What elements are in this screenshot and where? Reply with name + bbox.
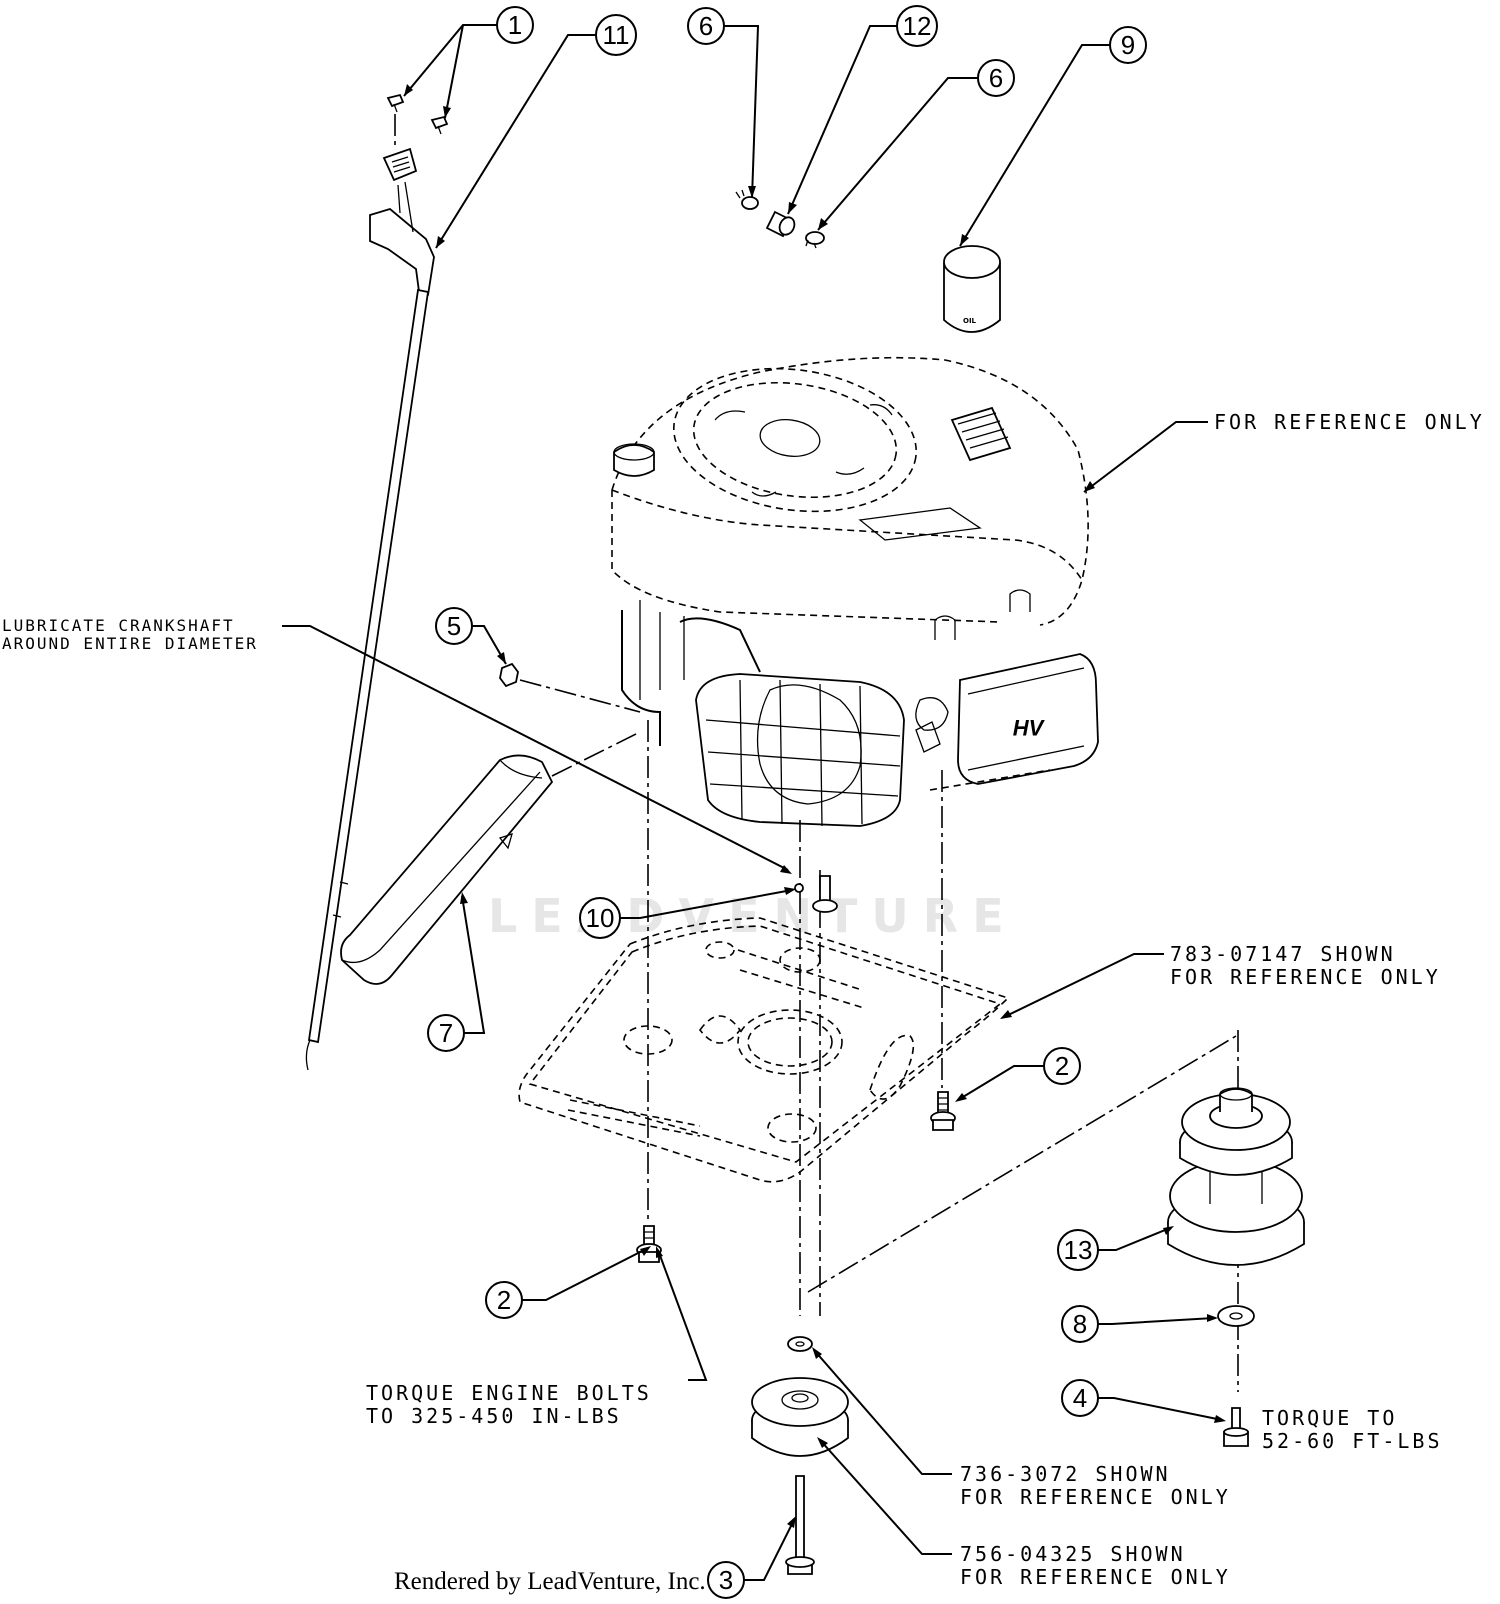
callout-5: 5	[435, 607, 473, 645]
note-lubricate-line1: LUBRICATE CRANKSHAFT	[2, 616, 235, 635]
pulley-bolt	[785, 1475, 815, 1575]
note-torque-bolts-line2: TO 325-450 IN-LBS	[366, 1404, 622, 1428]
note-washer-line1: 736-3072 SHOWN	[960, 1462, 1171, 1486]
oil-bottle: OIL	[943, 245, 1001, 333]
dipstick-bracket	[369, 207, 435, 301]
dipstick-screw-right	[430, 115, 449, 135]
callout-2-right: 2	[1043, 1047, 1081, 1085]
svg-text:12: 12	[903, 11, 932, 41]
note-engine-reference: FOR REFERENCE ONLY	[1214, 410, 1485, 434]
fuel-line-assembly	[735, 189, 825, 249]
pulley-retaining-bolt	[1223, 1407, 1249, 1447]
note-lubricate-line2: AROUND ENTIRE DIAMETER	[2, 634, 258, 653]
callout-6-left: 6	[687, 7, 725, 45]
crankshaft-key	[794, 883, 804, 893]
note-washer-line2: FOR REFERENCE ONLY	[960, 1485, 1231, 1509]
note-plate-line1: 783-07147 SHOWN	[1170, 942, 1396, 966]
callout-6-right: 6	[977, 59, 1015, 97]
callout-13: 13	[1057, 1229, 1099, 1271]
callout-4: 4	[1061, 1379, 1099, 1417]
washer-736-3072	[787, 1336, 813, 1352]
svg-text:13: 13	[1064, 1235, 1093, 1265]
engine-badge: HV	[1013, 716, 1046, 741]
note-torque-to-line2: 52-60 FT-LBS	[1262, 1429, 1443, 1453]
engine-bolt-right	[930, 1091, 956, 1131]
note-pulley-line2: FOR REFERENCE ONLY	[960, 1565, 1231, 1589]
callout-12: 12	[896, 5, 938, 47]
callout-9: 9	[1109, 26, 1147, 64]
svg-text:10: 10	[586, 903, 615, 933]
dipstick-screw-left	[386, 93, 405, 113]
svg-text:4: 4	[1073, 1383, 1087, 1413]
callout-7: 7	[427, 1014, 465, 1052]
svg-text:6: 6	[989, 63, 1003, 93]
credit-text: Rendered by LeadVenture, Inc.	[394, 1568, 706, 1595]
note-plate-line2: FOR REFERENCE ONLY	[1170, 965, 1441, 989]
pulley-756-04325	[751, 1377, 849, 1457]
hose-clamp-left	[735, 189, 759, 210]
engine-muffler: HV	[957, 653, 1099, 785]
oil-drain-plug	[499, 662, 519, 688]
svg-text:2: 2	[1055, 1051, 1069, 1081]
svg-text:6: 6	[699, 11, 713, 41]
engine: HV	[611, 356, 1099, 827]
svg-text:5: 5	[447, 611, 461, 641]
mounting-plate	[518, 917, 1010, 1183]
callout-8: 8	[1061, 1305, 1099, 1343]
svg-text:2: 2	[497, 1285, 511, 1315]
engine-air-filter	[695, 673, 905, 827]
note-torque-bolts-line1: TORQUE ENGINE BOLTS	[366, 1381, 652, 1405]
svg-text:1: 1	[508, 10, 522, 40]
callout-1: 1	[496, 6, 534, 44]
svg-text:8: 8	[1073, 1309, 1087, 1339]
double-pulley	[1167, 1087, 1305, 1266]
svg-text:3: 3	[719, 1565, 733, 1595]
callout-3: 3	[707, 1561, 745, 1599]
svg-text:11: 11	[603, 20, 630, 50]
note-pulley-line1: 756-04325 SHOWN	[960, 1542, 1186, 1566]
leader-lines	[282, 24, 1226, 1581]
engine-bolt-top	[812, 875, 838, 913]
hose-clamp-right	[805, 231, 825, 249]
dipstick-tube	[307, 288, 430, 1044]
dipstick-assembly	[305, 93, 449, 1071]
oil-drain-chute	[340, 754, 554, 985]
pulley-washer	[1217, 1305, 1255, 1327]
callout-10: 10	[579, 897, 621, 939]
callout-11: 11	[595, 14, 637, 56]
note-torque-to-line1: TORQUE TO	[1262, 1406, 1397, 1430]
svg-text:9: 9	[1121, 30, 1135, 60]
callout-2-left: 2	[485, 1281, 523, 1319]
svg-text:7: 7	[439, 1018, 453, 1048]
oil-bottle-label: OIL	[963, 317, 977, 325]
